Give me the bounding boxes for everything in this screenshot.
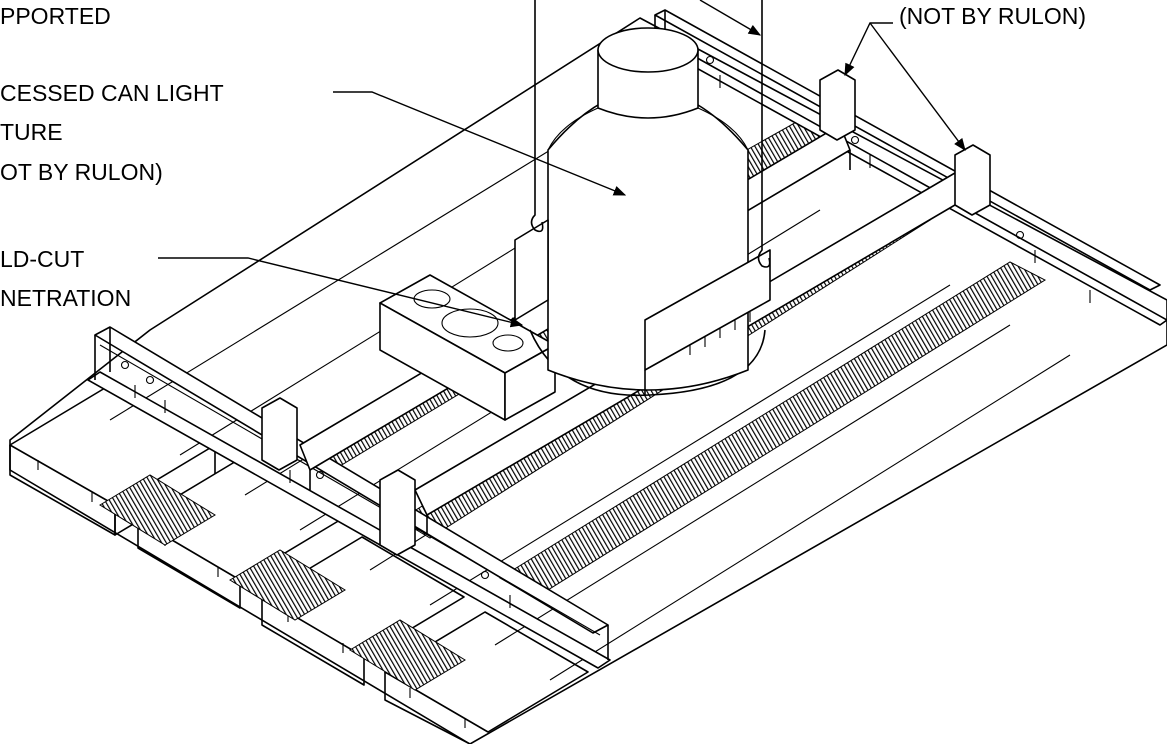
label-can-light-2: TURE	[0, 119, 63, 145]
junction-box	[379, 274, 556, 421]
callout-labels: PPORTED (NOT BY RULON) CESSED CAN LIGHT …	[0, 3, 1086, 311]
runner-holes-front	[120, 360, 511, 608]
label-not-by-rulon-top: (NOT BY RULON)	[899, 3, 1086, 29]
label-can-light-3: OT BY RULON)	[0, 159, 163, 185]
can-hanger-brackets	[514, 219, 771, 395]
leader-lines	[158, 0, 966, 328]
hanger-wires	[530, 0, 771, 268]
label-supported: PPORTED	[0, 3, 111, 29]
label-can-light-1: CESSED CAN LIGHT	[0, 80, 224, 106]
t-grid-runner-front	[87, 326, 611, 669]
label-field-cut-1: LD-CUT	[0, 246, 84, 272]
channel-clips	[261, 69, 991, 556]
runner-holes-back	[705, 55, 1091, 303]
label-field-cut-2: NETRATION	[0, 285, 131, 311]
